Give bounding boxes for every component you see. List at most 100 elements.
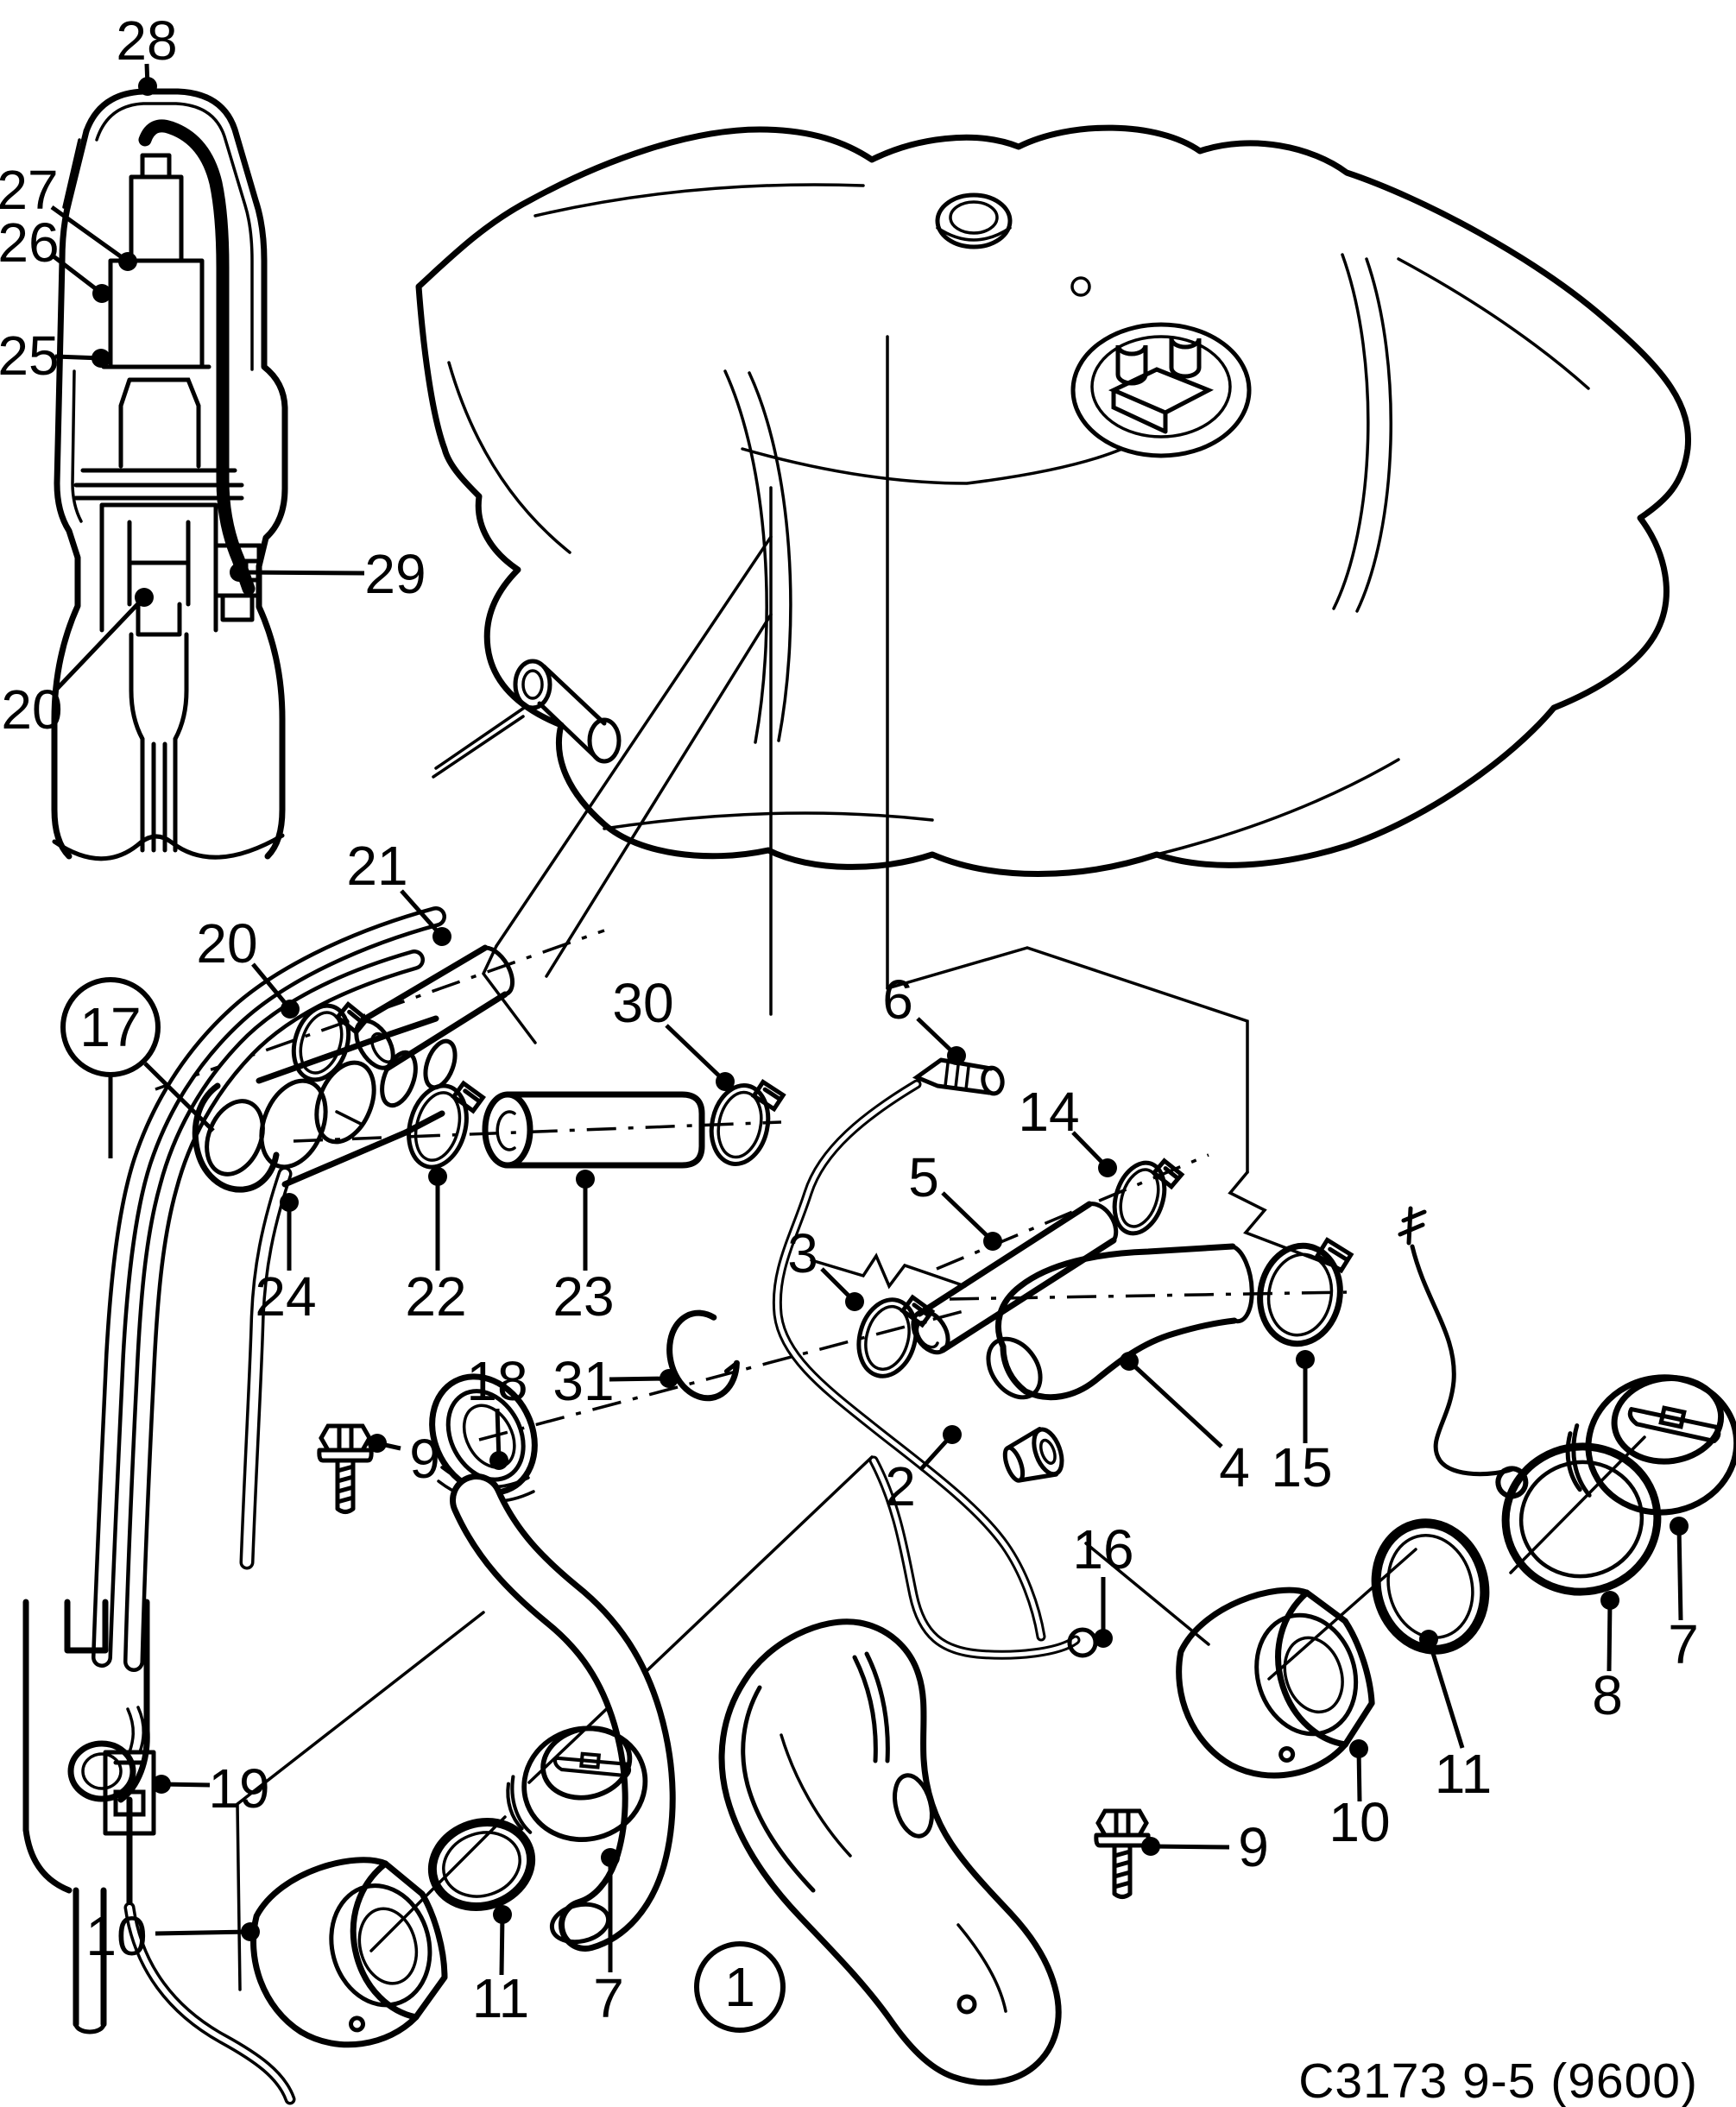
grommet bbox=[1002, 1427, 1064, 1483]
callout-4-20: 4 bbox=[1120, 1352, 1250, 1498]
callout-31-18: 31 bbox=[552, 1350, 679, 1412]
leader-dot bbox=[92, 284, 111, 303]
leader-dot bbox=[601, 1848, 620, 1867]
figure-caption: C3173 9-5 (9600) bbox=[1298, 2053, 1698, 2107]
leader-dot bbox=[716, 1072, 735, 1091]
hose-clamp-20 bbox=[291, 1000, 370, 1082]
leader-line bbox=[1127, 1359, 1223, 1448]
leader-dot bbox=[1141, 1837, 1160, 1856]
callout-label: 9 bbox=[409, 1428, 440, 1490]
callout-16-22: 16 bbox=[1072, 1518, 1134, 1648]
callout-6-10: 6 bbox=[882, 968, 966, 1065]
leader-line bbox=[400, 889, 444, 938]
leader-dot bbox=[943, 1425, 962, 1444]
leader-dot bbox=[92, 349, 110, 368]
callout-20-5: 20 bbox=[1, 588, 154, 741]
leader-dot bbox=[152, 1775, 171, 1794]
callout-7-27: 7 bbox=[593, 1848, 624, 2029]
leader-dot bbox=[280, 1193, 299, 1212]
callout-23-16: 23 bbox=[552, 1170, 615, 1328]
callout-26-2: 26 bbox=[0, 211, 111, 303]
leader-line bbox=[143, 1062, 215, 1132]
leader-dot bbox=[489, 1451, 508, 1470]
callout-label: 11 bbox=[1435, 1743, 1492, 1805]
callout-8-32: 8 bbox=[1592, 1591, 1623, 1726]
callout-17-8: 17 bbox=[60, 977, 215, 1158]
leader-dot bbox=[576, 1170, 595, 1189]
callout-21-6: 21 bbox=[346, 835, 451, 946]
callout-18-17: 18 bbox=[466, 1350, 528, 1470]
leader-line bbox=[941, 1191, 994, 1243]
leader-dot bbox=[1670, 1517, 1689, 1536]
callout-label: 29 bbox=[364, 543, 426, 605]
hose-clamp-15 bbox=[1257, 1237, 1354, 1347]
funnel-cup-10-right bbox=[1176, 1587, 1375, 1779]
callout-15-21: 15 bbox=[1271, 1350, 1333, 1498]
hose-clamp-22 bbox=[407, 1080, 486, 1170]
o-ring-11-left bbox=[427, 1817, 536, 1912]
leader-line bbox=[52, 255, 104, 295]
leader-line bbox=[609, 1376, 670, 1382]
pipe-5 bbox=[911, 1201, 1119, 1355]
callout-label: 26 bbox=[0, 211, 60, 274]
callout-30-9: 30 bbox=[612, 972, 735, 1091]
callout-28-0: 28 bbox=[116, 9, 178, 96]
callout-label: 20 bbox=[196, 912, 257, 975]
hose-clamp-30 bbox=[709, 1079, 786, 1166]
callout-label: 30 bbox=[612, 972, 673, 1034]
leader-dot bbox=[281, 1000, 300, 1019]
leader-dot bbox=[1419, 1630, 1438, 1649]
leader-dot bbox=[230, 563, 249, 582]
fuel-line-2 bbox=[772, 1057, 1046, 1642]
callout-29-4: 29 bbox=[230, 543, 426, 605]
callout-label: 10 bbox=[1329, 1791, 1390, 1853]
callout-10-25: 10 bbox=[85, 1905, 260, 1967]
callout-9-23: 9 bbox=[368, 1428, 440, 1490]
callout-label: 2 bbox=[885, 1455, 916, 1517]
leader-dot bbox=[1600, 1591, 1619, 1610]
callout-label: 7 bbox=[593, 1967, 624, 2029]
leader-dot bbox=[428, 1167, 447, 1186]
callout-7-33: 7 bbox=[1668, 1517, 1699, 1675]
filler-neck-18 bbox=[429, 1373, 676, 1952]
callout-label: 21 bbox=[346, 835, 407, 897]
callout-11-26: 11 bbox=[472, 1905, 529, 2029]
leader-line bbox=[1150, 1844, 1230, 1850]
callout-label: 18 bbox=[466, 1350, 527, 1412]
callout-11-31: 11 bbox=[1419, 1630, 1492, 1805]
leader-dot bbox=[1098, 1158, 1117, 1177]
snap-ring-31 bbox=[666, 1309, 740, 1402]
callout-label: 5 bbox=[908, 1146, 939, 1208]
callout-label: 24 bbox=[255, 1265, 316, 1328]
callout-9-29: 9 bbox=[1141, 1816, 1269, 1878]
callout-label: 6 bbox=[882, 968, 913, 1031]
callout-label: 3 bbox=[787, 1222, 818, 1284]
leader-dot bbox=[493, 1905, 512, 1924]
callout-label: 19 bbox=[208, 1757, 269, 1820]
leader-dot bbox=[138, 77, 157, 96]
flange-bolt-9-right bbox=[1094, 1808, 1151, 1899]
callout-20-7: 20 bbox=[196, 912, 300, 1019]
callout-24-14: 24 bbox=[255, 1193, 317, 1328]
leader-line bbox=[251, 962, 292, 1011]
hose-4 bbox=[986, 1243, 1254, 1401]
leader-dot bbox=[1296, 1350, 1315, 1369]
fuel-tank bbox=[415, 124, 1692, 877]
leader-dot bbox=[241, 1922, 260, 1941]
callout-1-28: 1 bbox=[694, 1941, 786, 2033]
callout-label: 23 bbox=[552, 1265, 614, 1328]
connector-tube-21 bbox=[354, 944, 515, 1072]
hose-clamp-14 bbox=[1112, 1158, 1185, 1236]
flange-bolt-9-left bbox=[317, 1423, 374, 1514]
leader-line bbox=[1607, 1599, 1613, 1672]
leader-dot bbox=[1349, 1739, 1368, 1758]
callout-label: 25 bbox=[0, 325, 60, 387]
callout-10-30: 10 bbox=[1329, 1739, 1391, 1853]
callout-label: 22 bbox=[405, 1265, 466, 1328]
callout-label: 17 bbox=[79, 996, 141, 1058]
callout-label: 14 bbox=[1018, 1081, 1079, 1143]
leader-dot bbox=[135, 588, 154, 607]
